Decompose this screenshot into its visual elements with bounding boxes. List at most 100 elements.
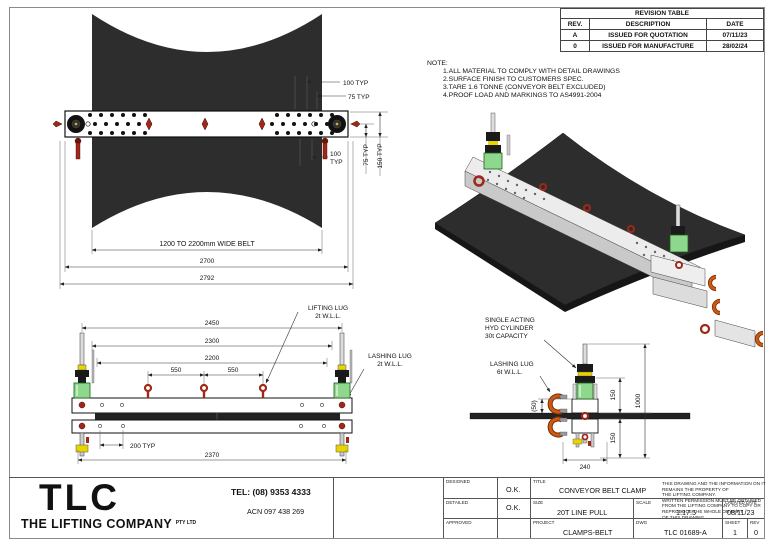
date-header: DATE bbox=[707, 19, 764, 30]
dim-50-text: (50) bbox=[531, 400, 538, 412]
created-date-cell: CREATED DATE 08/11/23 bbox=[722, 498, 764, 518]
lashing-lug-front-text2: 2t W.L.L. bbox=[377, 361, 403, 368]
disclaimer-line: WRITTEN PERMISSION MUST BE OBTAINED bbox=[662, 497, 762, 503]
disclaimer-line: THE LIFTING COMPANY. bbox=[662, 492, 716, 498]
company-name: THE LIFTING COMPANY PTY LTD bbox=[21, 517, 196, 531]
company-acn: ACN 097 438 269 bbox=[247, 507, 305, 516]
rev-0-desc: ISSUED FOR MANUFACTURE bbox=[590, 41, 707, 52]
disclaimer-line: OF THIS DRAWING. bbox=[662, 514, 706, 520]
hyd-cylinder-text3: 30t CAPACITY bbox=[485, 333, 529, 340]
hole-pattern-left bbox=[88, 113, 152, 135]
shackle-side-lower bbox=[547, 416, 568, 438]
cylinder-front-left bbox=[73, 332, 95, 457]
lug-plan-set bbox=[52, 117, 361, 131]
dim-75typ-right-text: 75 TYP bbox=[363, 144, 370, 166]
bottom-clamp-bar bbox=[71, 419, 353, 434]
designed-value: O.K. bbox=[506, 485, 521, 494]
scale-value: 1:17.5 bbox=[676, 508, 696, 517]
rev-header: REV. bbox=[560, 19, 590, 30]
detailed-cell: DETAILED bbox=[443, 498, 497, 518]
title-block: TLC THE LIFTING COMPANY PTY LTD TEL: (08… bbox=[9, 477, 766, 538]
dim-150-top-text: 150 bbox=[610, 389, 617, 400]
dim-1000: 1000 bbox=[588, 343, 650, 459]
dim-240: 240 bbox=[562, 442, 608, 471]
label-lashing-lug-side: LASHING LUG 6t W.L.L. bbox=[490, 361, 551, 393]
dim-2700-text: 2700 bbox=[200, 258, 215, 265]
detailed-value: O.K. bbox=[506, 503, 521, 512]
dim-200typ-text: 200 TYP bbox=[130, 443, 155, 450]
title-label: TITLE bbox=[533, 479, 546, 484]
dim-1000-text: 1000 bbox=[635, 393, 642, 408]
rev-0: 0 bbox=[560, 41, 590, 52]
top-clamp-bar bbox=[71, 397, 353, 414]
size-value: 20T LINE PULL bbox=[557, 508, 608, 517]
lashing-lug-front-text1: LASHING LUG bbox=[368, 353, 412, 360]
dim-100typ-top-text: 100 TYP bbox=[343, 80, 368, 87]
bar-holes-front bbox=[98, 403, 326, 428]
size-label: SIZE bbox=[533, 500, 544, 505]
dim-100typ-top: 100 TYP bbox=[294, 76, 368, 109]
lashing-lug-side-text1: LASHING LUG bbox=[490, 361, 534, 368]
disclaimer-line: THIS DRAWING AND THE INFORMATION ON IT bbox=[662, 481, 766, 486]
detailed-label: DETAILED bbox=[446, 500, 469, 505]
front-view: 2450 2300 2200 550 550 LIFTING LUG 2t W.… bbox=[71, 305, 412, 464]
lifting-lug-text2: 2t W.L.L. bbox=[315, 313, 341, 320]
disclaimer-line: REPRODUCE THE WHOLE OR PART bbox=[662, 508, 743, 514]
label-lifting-lug: LIFTING LUG 2t W.L.L. bbox=[265, 305, 348, 384]
revision-row: A ISSUED FOR QUOTATION 07/11/23 bbox=[560, 30, 764, 41]
pin-hole-left bbox=[85, 121, 91, 127]
created-date-value: 08/11/23 bbox=[727, 508, 755, 517]
dim-100typ-bot-text1: 100 bbox=[330, 151, 341, 158]
dim-2450-text: 2450 bbox=[205, 320, 220, 327]
company-logo: TLC bbox=[39, 477, 120, 518]
approved-label: APPROVED bbox=[446, 520, 472, 525]
dwg-label: DWG bbox=[636, 520, 648, 525]
lashing-lug-side-text2: 6t W.L.L. bbox=[497, 369, 523, 376]
upper-clamp-block bbox=[571, 398, 599, 414]
dim-belt-width: 1200 TO 2200mm WIDE BELT bbox=[91, 230, 323, 254]
project-value: CLAMPS-BELT bbox=[563, 528, 613, 537]
revision-row: 0 ISSUED FOR MANUFACTURE 28/02/24 bbox=[560, 41, 764, 52]
dim-2370: 2370 bbox=[77, 450, 347, 464]
drawing-title: CONVEYOR BELT CLAMP bbox=[559, 486, 647, 495]
rev-a: A bbox=[560, 30, 590, 41]
shackle-side-upper bbox=[547, 393, 568, 415]
hyd-cylinder-text1: SINGLE ACTING bbox=[485, 317, 535, 324]
dim-550-right-text: 550 bbox=[228, 367, 239, 374]
dim-2370-text: 2370 bbox=[205, 452, 220, 459]
dim-2200-text: 2200 bbox=[205, 355, 220, 362]
dim-150typ-right-text: 150 TYP bbox=[377, 143, 384, 168]
rev-0-date: 28/02/24 bbox=[707, 41, 764, 52]
dim-150-bottom: 150 bbox=[600, 418, 625, 459]
cylinder-iso-right bbox=[669, 204, 689, 253]
dim-2792: 2792 bbox=[59, 141, 354, 289]
dim-75typ-top: 75 TYP bbox=[316, 92, 370, 109]
dim-240-text: 240 bbox=[580, 464, 591, 471]
rev-label: REV bbox=[750, 520, 760, 525]
cylinder-plan-right bbox=[328, 115, 346, 133]
notes-label: NOTE: bbox=[427, 60, 448, 67]
revision-table-title: REVISION TABLE bbox=[560, 8, 764, 19]
note-item: 3.TARE 1.6 TONNE (CONVEYOR BELT EXCLUDED… bbox=[443, 84, 606, 91]
size-cell: SIZE 20T LINE PULL bbox=[530, 498, 633, 518]
dim-2200: 2200 bbox=[96, 355, 328, 367]
description-header: DESCRIPTION bbox=[590, 19, 707, 30]
scale-label: SCALE bbox=[636, 500, 652, 505]
disclaimer-line: REMAINS THE PROPERTY OF bbox=[662, 486, 729, 492]
note-item: 2.SURFACE FINISH TO CUSTOMERS SPEC. bbox=[443, 76, 584, 83]
side-view: SINGLE ACTING HYD CYLINDER 30t CAPACITY … bbox=[469, 317, 691, 471]
lug-side-middle bbox=[580, 411, 590, 421]
belt-front bbox=[95, 413, 340, 420]
shackle-plan-left bbox=[74, 137, 82, 160]
project-label: PROJECT bbox=[533, 520, 555, 525]
company-cell: TLC THE LIFTING COMPANY PTY LTD TEL: (08… bbox=[9, 477, 333, 538]
dim-belt-width-text: 1200 TO 2200mm WIDE BELT bbox=[159, 241, 255, 248]
dim-2300: 2300 bbox=[91, 338, 333, 350]
dwg-cell: DWG TLC 01689-A bbox=[633, 518, 722, 538]
hole-pattern-right bbox=[270, 113, 334, 135]
company-suffix: PTY LTD bbox=[175, 520, 197, 526]
belt-side bbox=[469, 412, 691, 420]
end-blocks-iso bbox=[650, 254, 764, 348]
disclaimer-cell: THIS DRAWING AND THE INFORMATION ON IT R… bbox=[333, 478, 766, 538]
